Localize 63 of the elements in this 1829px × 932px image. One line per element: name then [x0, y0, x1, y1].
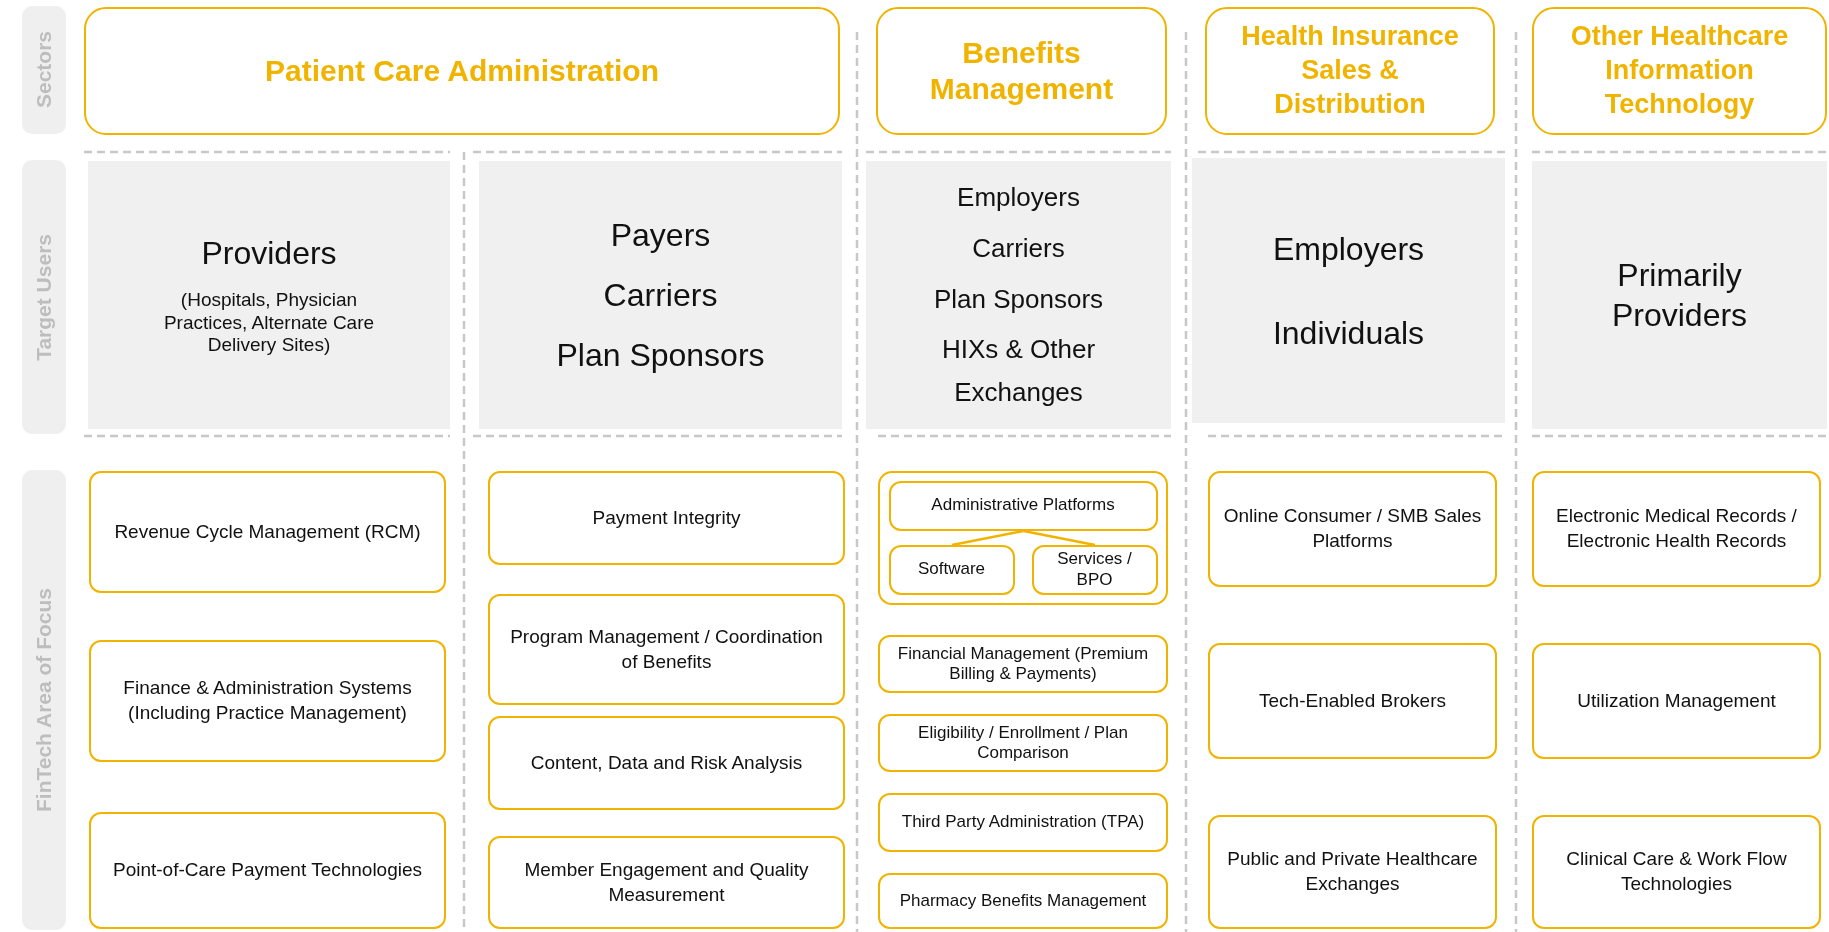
target-users-text: Employers [957, 180, 1080, 214]
target-users-text: Providers [201, 233, 337, 273]
focus-area-text: Pharmacy Benefits Management [898, 890, 1148, 912]
focus-area-box [488, 716, 845, 810]
sector-title: Other Healthcare Information Technology [1569, 20, 1790, 121]
focus-area-text: Payment Integrity [591, 505, 742, 530]
sector-title: Patient Care Administration [264, 53, 660, 89]
focus-area-box [1208, 815, 1497, 929]
sector-box [1205, 7, 1495, 135]
focus-area-text: Point-of-Care Payment Technologies [111, 858, 424, 883]
focus-area-box [89, 640, 446, 762]
focus-area-text: Services / BPO [1056, 549, 1133, 590]
focus-area-box [488, 471, 845, 565]
focus-area-text: Finance & Administration Systems (Including Practice Management) [122, 676, 413, 725]
focus-area-text: Tech-Enabled Brokers [1258, 688, 1447, 713]
target-users-text: (Hospitals, Physician Practices, Alternate Care Delivery Sites) [162, 288, 376, 358]
target-users-text: Payers [610, 216, 711, 255]
sector-box [84, 7, 840, 135]
focus-area-text: Administrative Platforms [930, 495, 1116, 516]
target-users-text: Individuals [1272, 313, 1425, 353]
connector-line [1023, 529, 1096, 547]
focus-area-box [878, 714, 1168, 772]
focus-area-box [1031, 544, 1158, 595]
focus-area-text: Program Management / Coordination of Benefits [509, 624, 824, 674]
focus-area-box [488, 594, 845, 705]
focus-area-box [1208, 643, 1497, 759]
group-box [878, 471, 1168, 605]
target-users-text: Plan Sponsors [933, 282, 1104, 316]
focus-area-box [89, 471, 446, 593]
focus-area-text: Revenue Cycle Management (RCM) [113, 519, 422, 544]
focus-area-box [89, 812, 446, 929]
focus-area-text: Online Consumer / SMB Sales Platforms [1222, 504, 1483, 553]
focus-area-box [1532, 471, 1821, 587]
focus-area-box [1532, 643, 1821, 759]
focus-area-text: Eligibility / Enrollment / Plan Comparison [917, 722, 1129, 764]
focus-area-box [888, 544, 1015, 595]
focus-area-text: Public and Private Healthcare Exchanges [1226, 847, 1479, 896]
sector-box [1532, 7, 1827, 135]
focus-area-box [488, 836, 845, 929]
sector-title: Health Insurance Sales & Distribution [1240, 20, 1460, 121]
focus-area-text: Software [916, 559, 987, 580]
focus-area-text: Member Engagement and Quality Measurement [523, 857, 810, 907]
target-users-text: Employers [1272, 229, 1425, 269]
focus-area-text: Financial Management (Premium Billing & Payments) [896, 643, 1150, 685]
focus-area-box [878, 635, 1168, 693]
focus-area-box [1208, 471, 1497, 587]
sector-title: Benefits Management [928, 35, 1115, 107]
target-users-text: HIXs & Other Exchanges [940, 333, 1097, 410]
focus-area-text: Content, Data and Risk Analysis [529, 750, 804, 775]
target-users-text: Carriers [603, 276, 718, 315]
focus-area-text: Electronic Medical Records / Electronic Health Records [1555, 504, 1798, 553]
target-users-text: Carriers [972, 231, 1065, 265]
target-users-text: Primarily Providers [1610, 256, 1749, 335]
connector-line [951, 529, 1024, 547]
focus-area-text: Clinical Care & Work Flow Technologies [1565, 847, 1788, 896]
focus-area-box [878, 793, 1168, 852]
focus-area-text: Utilization Management [1576, 688, 1777, 713]
focus-area-box [888, 480, 1158, 531]
focus-area-text: Third Party Administration (TPA) [900, 812, 1146, 833]
focus-area-box [878, 873, 1168, 929]
sector-box [876, 7, 1167, 135]
focus-area-box [1532, 815, 1821, 929]
target-users-text: Plan Sponsors [556, 336, 765, 375]
